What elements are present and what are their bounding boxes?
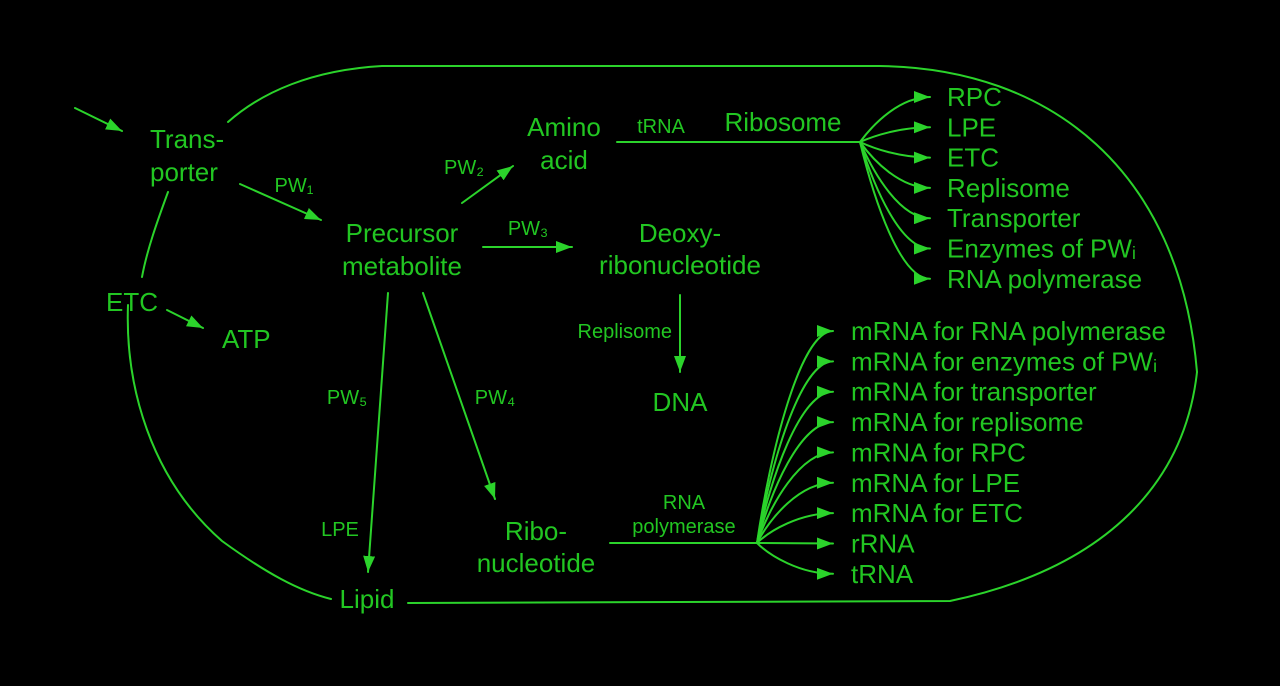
list-item: mRNA for enzymes of PWᵢ — [851, 346, 1157, 376]
fan-arrow — [756, 416, 834, 544]
fan-arrow — [756, 476, 834, 544]
fan-arrow — [756, 446, 834, 544]
list-item: ETC — [947, 143, 999, 173]
label-rna-polymerase-line1: RNA — [663, 492, 706, 514]
fan-arrow — [756, 325, 834, 544]
list-item: tRNA — [851, 559, 914, 589]
list-item: mRNA for replisome — [851, 407, 1084, 437]
list-item: LPE — [947, 112, 996, 142]
list-item: mRNA for RNA polymerase — [851, 316, 1166, 346]
fan-arrow — [859, 141, 931, 194]
node-ribonucleotide-line1: Ribo- — [505, 516, 567, 546]
list-item: RPC — [947, 82, 1002, 112]
node-atp: ATP — [222, 324, 271, 354]
node-amino-acid-line1: Amino — [527, 112, 601, 142]
fan-arrow — [756, 385, 834, 544]
arrow-pw5-lpe — [363, 292, 389, 573]
list-item: mRNA for LPE — [851, 468, 1020, 498]
fan-arrow — [859, 141, 931, 225]
fan-arrow — [859, 91, 931, 143]
node-deoxyribonucleotide-line1: Deoxy- — [639, 218, 721, 248]
list-item: Replisome — [947, 173, 1070, 203]
list-item: RNA polymerase — [947, 264, 1142, 294]
node-amino-acid-line2: acid — [540, 145, 588, 175]
ribosome-fan — [859, 91, 931, 285]
list-item: mRNA for RPC — [851, 437, 1026, 467]
arrow-pw4 — [422, 292, 496, 500]
node-transporter-line2: porter — [150, 157, 218, 187]
fan-arrow — [756, 507, 834, 544]
label-replisome: Replisome — [578, 321, 672, 343]
node-lipid: Lipid — [340, 584, 395, 614]
node-ribonucleotide-line2: nucleotide — [477, 548, 596, 578]
arrow-pw1 — [239, 183, 322, 221]
membrane-top-right — [227, 65, 1198, 373]
fan-arrow — [859, 141, 931, 255]
list-item: Enzymes of PWᵢ — [947, 234, 1136, 264]
fan-arrow — [756, 355, 834, 544]
node-etc-membrane: ETC — [106, 287, 158, 317]
fan-arrow — [756, 542, 834, 580]
node-dna: DNA — [653, 387, 709, 417]
label-ribosome: Ribosome — [724, 107, 841, 137]
label-rna-polymerase-line2: polymerase — [632, 516, 735, 538]
fan-arrow — [859, 121, 931, 143]
fan-arrow — [859, 141, 931, 285]
rna-polymerase-fan — [756, 325, 834, 580]
membrane-left-lower — [126, 304, 332, 600]
label-trna: tRNA — [637, 116, 685, 138]
label-lpe: LPE — [321, 519, 359, 541]
list-item: Transporter — [947, 203, 1081, 233]
node-precursor-line2: metabolite — [342, 251, 462, 281]
label-pw1: PW₁ — [275, 175, 314, 197]
list-item: mRNA for ETC — [851, 498, 1023, 528]
membrane-bottom-right — [407, 371, 1198, 604]
label-pw5: PW₅ — [327, 387, 367, 409]
node-deoxyribonucleotide-line2: ribonucleotide — [599, 250, 761, 280]
membrane-left-upper — [141, 191, 169, 278]
node-transporter-line1: Trans- — [150, 124, 224, 154]
list-item: rRNA — [851, 529, 915, 559]
node-precursor-line1: Precursor — [346, 218, 459, 248]
arrow-etc-atp — [166, 309, 204, 329]
arrow-nutrient-entry — [74, 107, 123, 132]
label-pw4: PW₄ — [475, 387, 515, 409]
label-pw3: PW₃ — [508, 218, 548, 240]
fan-arrow — [859, 141, 931, 164]
arrow-pw2 — [461, 165, 514, 204]
fan-arrow — [756, 537, 834, 550]
list-item: mRNA for transporter — [851, 377, 1097, 407]
label-pw2: PW₂ — [444, 157, 484, 179]
